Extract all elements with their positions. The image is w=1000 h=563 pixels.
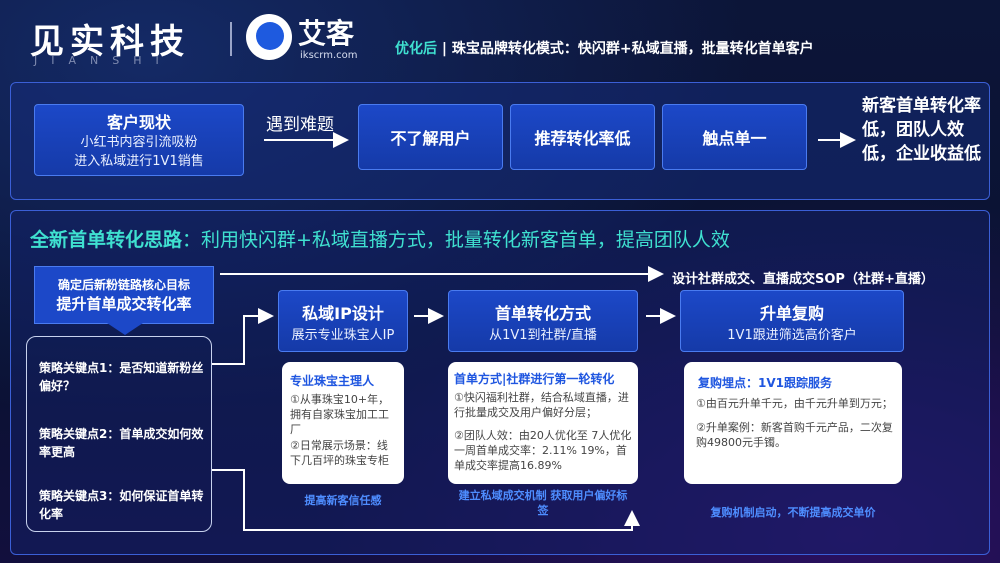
step-title: 首单转化方式 bbox=[494, 303, 591, 323]
upsell-card: 复购埋点：1V1跟踪服务 ①由百元升单千元，由千元升单到万元； ②升单案例：新客… bbox=[684, 362, 902, 484]
problem-box-3: 触点单一 bbox=[662, 104, 807, 170]
brand-subtitle: JIANSHI bbox=[34, 54, 173, 67]
card-point-2: ②日常展示场景：线下几百坪的珠宝专柜 bbox=[290, 439, 389, 467]
card-point-1: ①快闪福利社群，结合私域直播，进行批量成交及用户偏好分层； bbox=[454, 391, 629, 419]
customer-status-title: 客户现状 bbox=[106, 113, 171, 132]
strategy-title: 全新首单转化思路：利用快闪群+私域直播方式，批量转化新客首单，提高团队人效 bbox=[30, 225, 730, 252]
step-title: 升单复购 bbox=[759, 303, 824, 323]
meet-problem-label: 遇到难题 bbox=[266, 115, 334, 135]
step-ip-design-box: 私域IP设计 展示专业珠宝人IP bbox=[278, 290, 408, 352]
ip-design-footer: 提高新客信任感 bbox=[304, 494, 382, 507]
card-heading: 首单方式|社群进行第一轮转化 bbox=[454, 372, 615, 386]
tagline-highlight: 优化后 bbox=[395, 41, 437, 57]
step-title: 私域IP设计 bbox=[302, 303, 384, 323]
card-point-2: ②升单案例：新客首购千元产品，二次复购49800元手镯。 bbox=[696, 421, 893, 449]
logo-url: ikscrm.com bbox=[300, 50, 358, 61]
card-heading: 专业珠宝主理人 bbox=[290, 374, 375, 388]
customer-status-line1: 小红书内容引流吸粉 bbox=[80, 135, 198, 150]
card-point-1: ①从事珠宝10+年，拥有自家珠宝加工工厂 bbox=[290, 393, 390, 436]
upsell-footer: 复购机制启动，不断提高成交单价 bbox=[710, 506, 876, 519]
brand-title: 见实科技 bbox=[30, 22, 190, 62]
problem-box-2: 推荐转化率低 bbox=[510, 104, 655, 170]
result-text: 新客首单转化率低，团队人效低，企业收益低 bbox=[862, 96, 981, 164]
tagline-text: | 珠宝品牌转化模式：快闪群+私域直播，批量转化首单客户 bbox=[437, 41, 814, 57]
arrow-to-ip-design bbox=[212, 308, 274, 365]
card-heading: 复购埋点：1V1跟踪服务 bbox=[698, 376, 832, 390]
step-upsell-box: 升单复购 1V1跟进筛选高价客户 bbox=[680, 290, 904, 352]
first-order-footer: 建立私域成交机制 获取用户偏好标签 bbox=[458, 489, 628, 517]
aike-logo-mark bbox=[256, 22, 284, 50]
core-goal-line1: 确定后新粉链路核心目标 bbox=[57, 278, 190, 292]
step-desc: 1V1跟进筛选高价客户 bbox=[727, 327, 857, 343]
strategy-title-value: ：利用快闪群+私域直播方式，批量转化新客首单，提高团队人效 bbox=[182, 229, 730, 251]
card-point-2: ②团队人效：由20人优化至 7人优化一周首单成交率：2.11% 19%，首单成交… bbox=[454, 429, 632, 472]
strategy-point-2: 策略关键点2：首单成交如何效率更高 bbox=[39, 427, 204, 459]
arrow-bottom-loop bbox=[212, 469, 640, 531]
ip-design-card: 专业珠宝主理人 ①从事珠宝10+年，拥有自家珠宝加工工厂 ②日常展示场景：线下几… bbox=[282, 362, 404, 484]
strategy-point-1: 策略关键点1：是否知道新粉丝偏好？ bbox=[39, 361, 204, 393]
first-order-card: 首单方式|社群进行第一轮转化 ①快闪福利社群，结合私域直播，进行批量成交及用户偏… bbox=[448, 362, 638, 484]
step-desc: 展示专业珠宝人IP bbox=[291, 327, 395, 343]
strategy-point-3: 策略关键点3：如何保证首单转化率 bbox=[39, 489, 204, 521]
core-goal-line2: 提升首单成交转化率 bbox=[56, 295, 192, 313]
brand-divider bbox=[230, 22, 232, 56]
step-desc: 从1V1到社群/直播 bbox=[489, 327, 597, 343]
core-goal-box: 确定后新粉链路核心目标 提升首单成交转化率 bbox=[34, 266, 214, 324]
logo-name: 艾客 bbox=[298, 17, 355, 50]
goal-pointer bbox=[107, 323, 143, 335]
strategy-keypoints-box: 策略关键点1：是否知道新粉丝偏好？ 策略关键点2：首单成交如何效率更高 策略关键… bbox=[26, 336, 212, 532]
step-first-order-box: 首单转化方式 从1V1到社群/直播 bbox=[448, 290, 638, 352]
tagline: 优化后 | 珠宝品牌转化模式：快闪群+私域直播，批量转化首单客户 bbox=[395, 38, 814, 58]
customer-status-box: 客户现状 小红书内容引流吸粉 进入私域进行1V1销售 bbox=[34, 104, 244, 176]
card-point-1: ①由百元升单千元，由千元升单到万元； bbox=[696, 397, 893, 410]
strategy-title-key: 全新首单转化思路 bbox=[30, 229, 183, 251]
sop-label: 设计社群成交、直播成交SOP（社群+直播） bbox=[672, 272, 934, 287]
customer-status-line2: 进入私域进行1V1销售 bbox=[74, 154, 204, 169]
problem-box-1: 不了解用户 bbox=[358, 104, 503, 170]
